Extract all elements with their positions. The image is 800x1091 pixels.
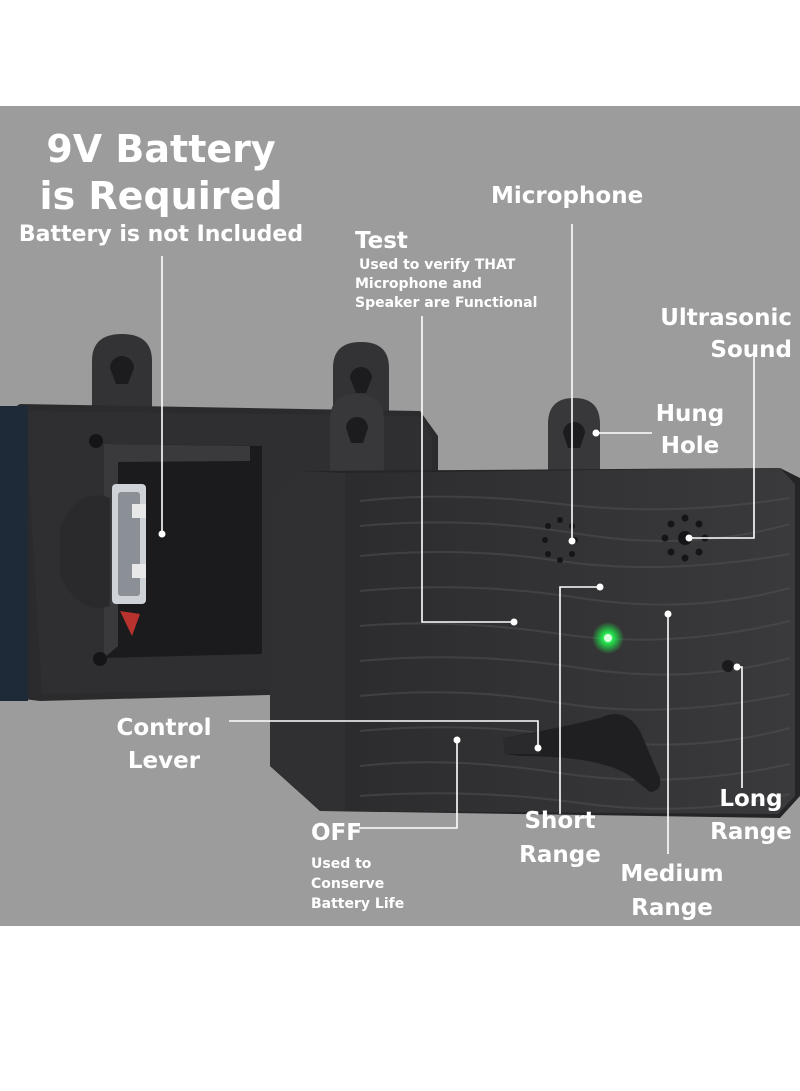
test-title: Test bbox=[355, 228, 408, 254]
medium-line1: Medium bbox=[620, 861, 724, 887]
control-line2: Lever bbox=[127, 748, 201, 774]
hung-line1: Hung bbox=[655, 401, 725, 427]
test-description-line2: Microphone and bbox=[355, 276, 482, 292]
front-device-mount-tabs bbox=[330, 394, 600, 476]
battery-heading-line1: 9V Battery bbox=[46, 127, 276, 171]
long-line2: Range bbox=[710, 819, 792, 845]
front-device-body bbox=[270, 468, 800, 818]
medium-range-label: Medium Range bbox=[612, 857, 732, 925]
off-description-line2: Conserve bbox=[311, 876, 385, 892]
callout-lines bbox=[161, 224, 755, 854]
off-description-line3: Battery Life bbox=[311, 896, 405, 912]
battery-note: Battery is not Included bbox=[18, 222, 304, 247]
short-line2: Range bbox=[519, 842, 601, 868]
short-line1: Short bbox=[524, 808, 596, 834]
ultrasonic-line1: Ultrasonic bbox=[660, 305, 792, 331]
off-description: Used to Conserve Battery Life bbox=[311, 854, 404, 914]
hung-hole-label: Hung Hole bbox=[650, 398, 730, 462]
product-infographic-panel: 9V Battery is Required Battery is not In… bbox=[0, 106, 800, 926]
battery-heading: 9V Battery is Required bbox=[20, 126, 302, 220]
off-description-line1: Used to bbox=[311, 856, 372, 872]
hung-line2: Hole bbox=[660, 433, 720, 459]
ultrasonic-line2: Sound bbox=[710, 337, 792, 363]
control-lever-label: Control Lever bbox=[108, 712, 220, 778]
test-description: Used to verify THAT Microphone and Speak… bbox=[355, 256, 537, 313]
long-line1: Long bbox=[719, 786, 783, 812]
ultrasonic-sound-label: Ultrasonic Sound bbox=[600, 302, 792, 366]
off-title: OFF bbox=[311, 820, 362, 846]
medium-line2: Range bbox=[631, 895, 713, 921]
control-line1: Control bbox=[116, 715, 212, 741]
test-description-line3: Speaker are Functional bbox=[355, 295, 538, 311]
long-range-label: Long Range bbox=[702, 783, 800, 849]
short-range-label: Short Range bbox=[510, 804, 610, 872]
device-illustration bbox=[0, 224, 800, 854]
test-description-line1: Used to verify THAT bbox=[359, 257, 516, 273]
battery-heading-line2: is Required bbox=[39, 174, 283, 218]
microphone-label: Microphone bbox=[491, 183, 644, 209]
